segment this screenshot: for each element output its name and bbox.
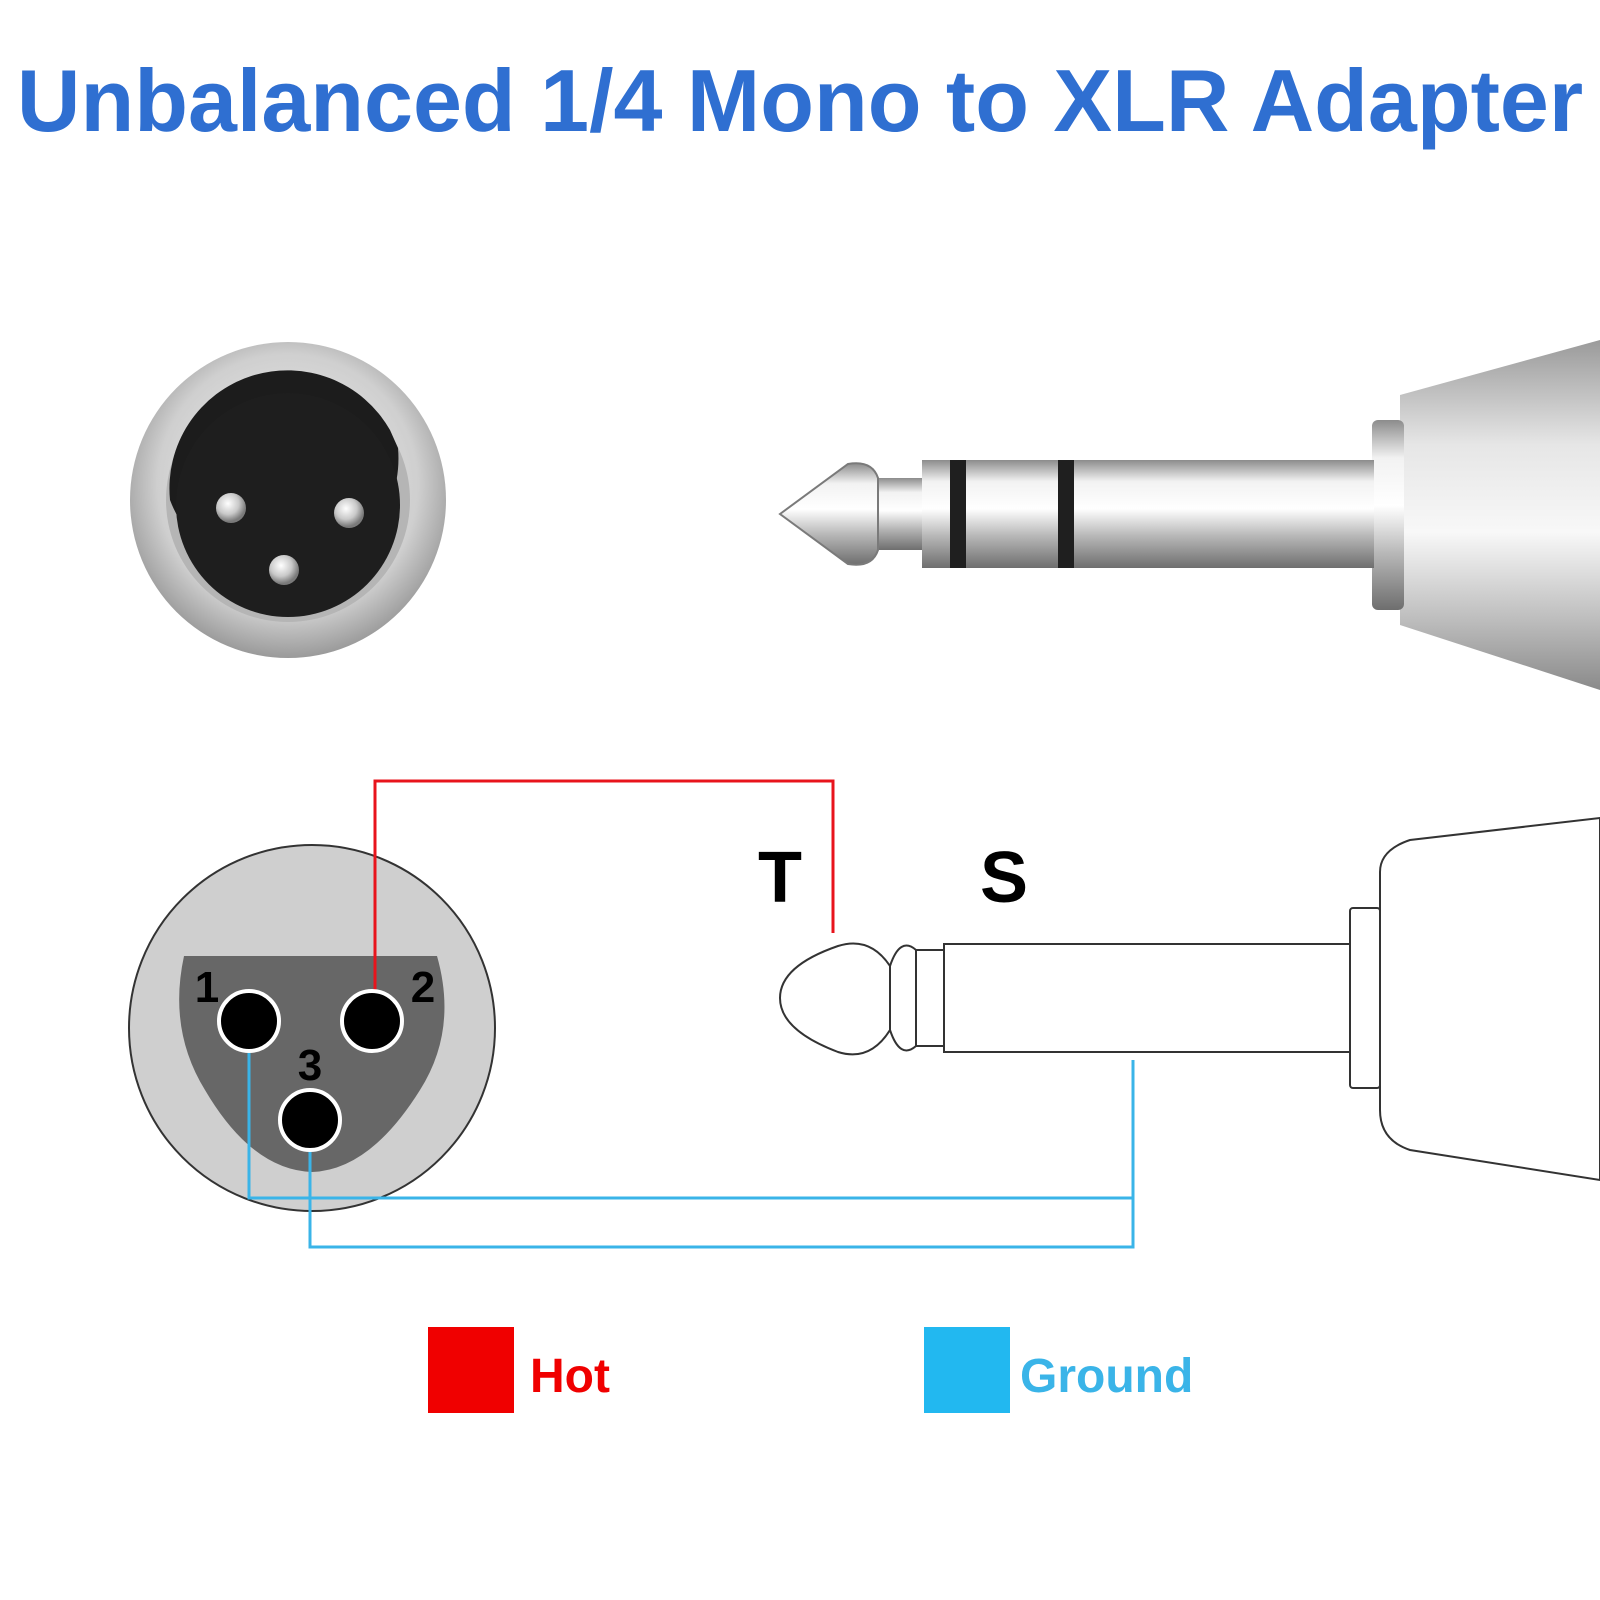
legend-ground-swatch [924, 1327, 1010, 1413]
xlr-connector-photo [130, 342, 446, 658]
xlr-schematic [128, 844, 496, 1212]
page-title: Unbalanced 1/4 Mono to XLR Adapter [16, 51, 1584, 150]
tip-label: T [758, 838, 802, 918]
legend-hot-label: Hot [530, 1350, 610, 1403]
quarter-inch-plug-photo [778, 340, 1600, 690]
xlr-pin-3-label: 3 [298, 1041, 322, 1090]
legend: Hot Ground [428, 1327, 1193, 1413]
quarter-inch-plug-schematic [778, 816, 1600, 1182]
xlr-pin-1-label: 1 [195, 963, 219, 1012]
hot-wire [373, 779, 835, 1000]
legend-ground-label: Ground [1020, 1350, 1193, 1403]
xlr-pin-2 [340, 989, 404, 1053]
legend-hot-swatch [428, 1327, 514, 1413]
sleeve-label: S [980, 838, 1028, 918]
xlr-pin-2-label: 2 [411, 963, 435, 1012]
xlr-pin-3 [278, 1088, 342, 1152]
ground-wires [247, 1030, 1135, 1249]
xlr-pin-1 [217, 989, 281, 1053]
